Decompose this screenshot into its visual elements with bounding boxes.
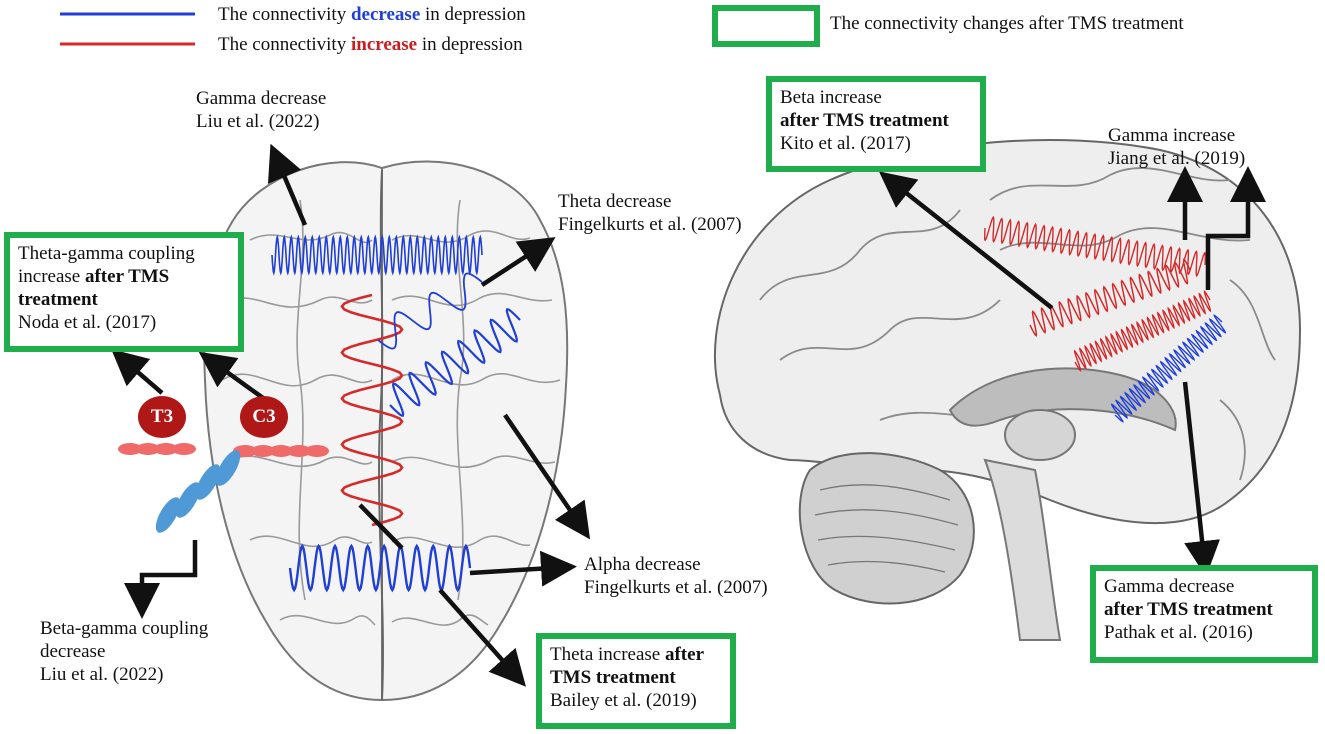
- arrow-t3-box: [111, 349, 164, 395]
- arrow-alpha-dec: [469, 550, 577, 587]
- coupling-c3-oval: [305, 445, 329, 457]
- wave-gamma-frontal: [271, 234, 483, 276]
- legend-green-text: The connectivity changes after TMS treat…: [830, 13, 1184, 34]
- arrow-gamma-dec-left: [267, 143, 308, 226]
- electrode-c3: C3: [240, 396, 288, 438]
- brain-sagittal-view: [713, 139, 1302, 641]
- thalamus: [1004, 409, 1076, 461]
- arrows: [111, 143, 1266, 687]
- box-theta-increase: Theta increase after TMS treatment Baile…: [536, 633, 736, 729]
- brain-gyri: [221, 199, 561, 626]
- wave-red-middle: [1029, 258, 1191, 337]
- arrow-theta-dec: [480, 237, 556, 287]
- coupling-c3-oval: [251, 445, 275, 457]
- wave-blue-lower: [1110, 314, 1227, 423]
- coupling-blue-oval: [195, 464, 221, 500]
- electrode-t3: T3: [138, 396, 186, 438]
- arrow-theta-inc: [438, 588, 526, 687]
- cerebellum-folia: [814, 484, 959, 573]
- wave-theta-midline: [340, 293, 404, 527]
- box-theta-gamma-coupling: Theta-gamma coupling increase after TMS …: [4, 232, 244, 352]
- wave-theta-diag: [377, 272, 483, 350]
- coupling-t3-oval: [118, 443, 142, 455]
- arrow-beta-inc: [878, 171, 1054, 310]
- arrow-gamma-inc-2: [1205, 166, 1266, 290]
- legend-blue-keyword: decrease: [350, 4, 421, 25]
- coupling-blue-oval: [215, 450, 241, 486]
- box-gamma-decrease-tms: Gamma decrease after TMS treatment Patha…: [1090, 565, 1318, 663]
- arrow-midline-theta: [358, 503, 404, 550]
- coupling-t3-oval: [136, 443, 160, 455]
- wave-red-upper: [984, 215, 1206, 278]
- legend-red-text: The connectivity increase in depression: [218, 34, 523, 55]
- arrow-gamma-dec-right: [1182, 381, 1221, 577]
- wave-alpha-diag: [389, 308, 521, 417]
- coupling-c3-oval: [287, 445, 311, 457]
- coupling-c3-oval: [269, 445, 293, 457]
- coupling-t3-oval: [172, 443, 196, 455]
- legend-red-keyword: increase: [350, 34, 418, 55]
- wave-alpha-posterior: [288, 543, 472, 593]
- legend-blue-text: The connectivity decrease in depression: [218, 4, 526, 25]
- arrow-alpha-dec-diag: [503, 413, 591, 540]
- arrow-c3-box: [198, 351, 265, 400]
- coupling-symbols: [118, 443, 329, 533]
- coupling-t3-oval: [154, 443, 178, 455]
- brain-left-hemisphere: [203, 161, 383, 702]
- corpus-callosum: [948, 367, 1177, 432]
- coupling-blue-oval: [155, 497, 181, 533]
- arrow-beta-gamma: [124, 540, 198, 619]
- oscillation-waves: [271, 215, 1227, 593]
- wave-red-lower: [1074, 289, 1211, 373]
- brainstem: [983, 458, 1062, 641]
- coupling-blue-oval: [175, 482, 201, 518]
- box-beta-increase: Beta increase after TMS treatment Kito e…: [766, 76, 986, 172]
- cerebellum: [798, 452, 975, 605]
- legend-green-box: [712, 5, 820, 47]
